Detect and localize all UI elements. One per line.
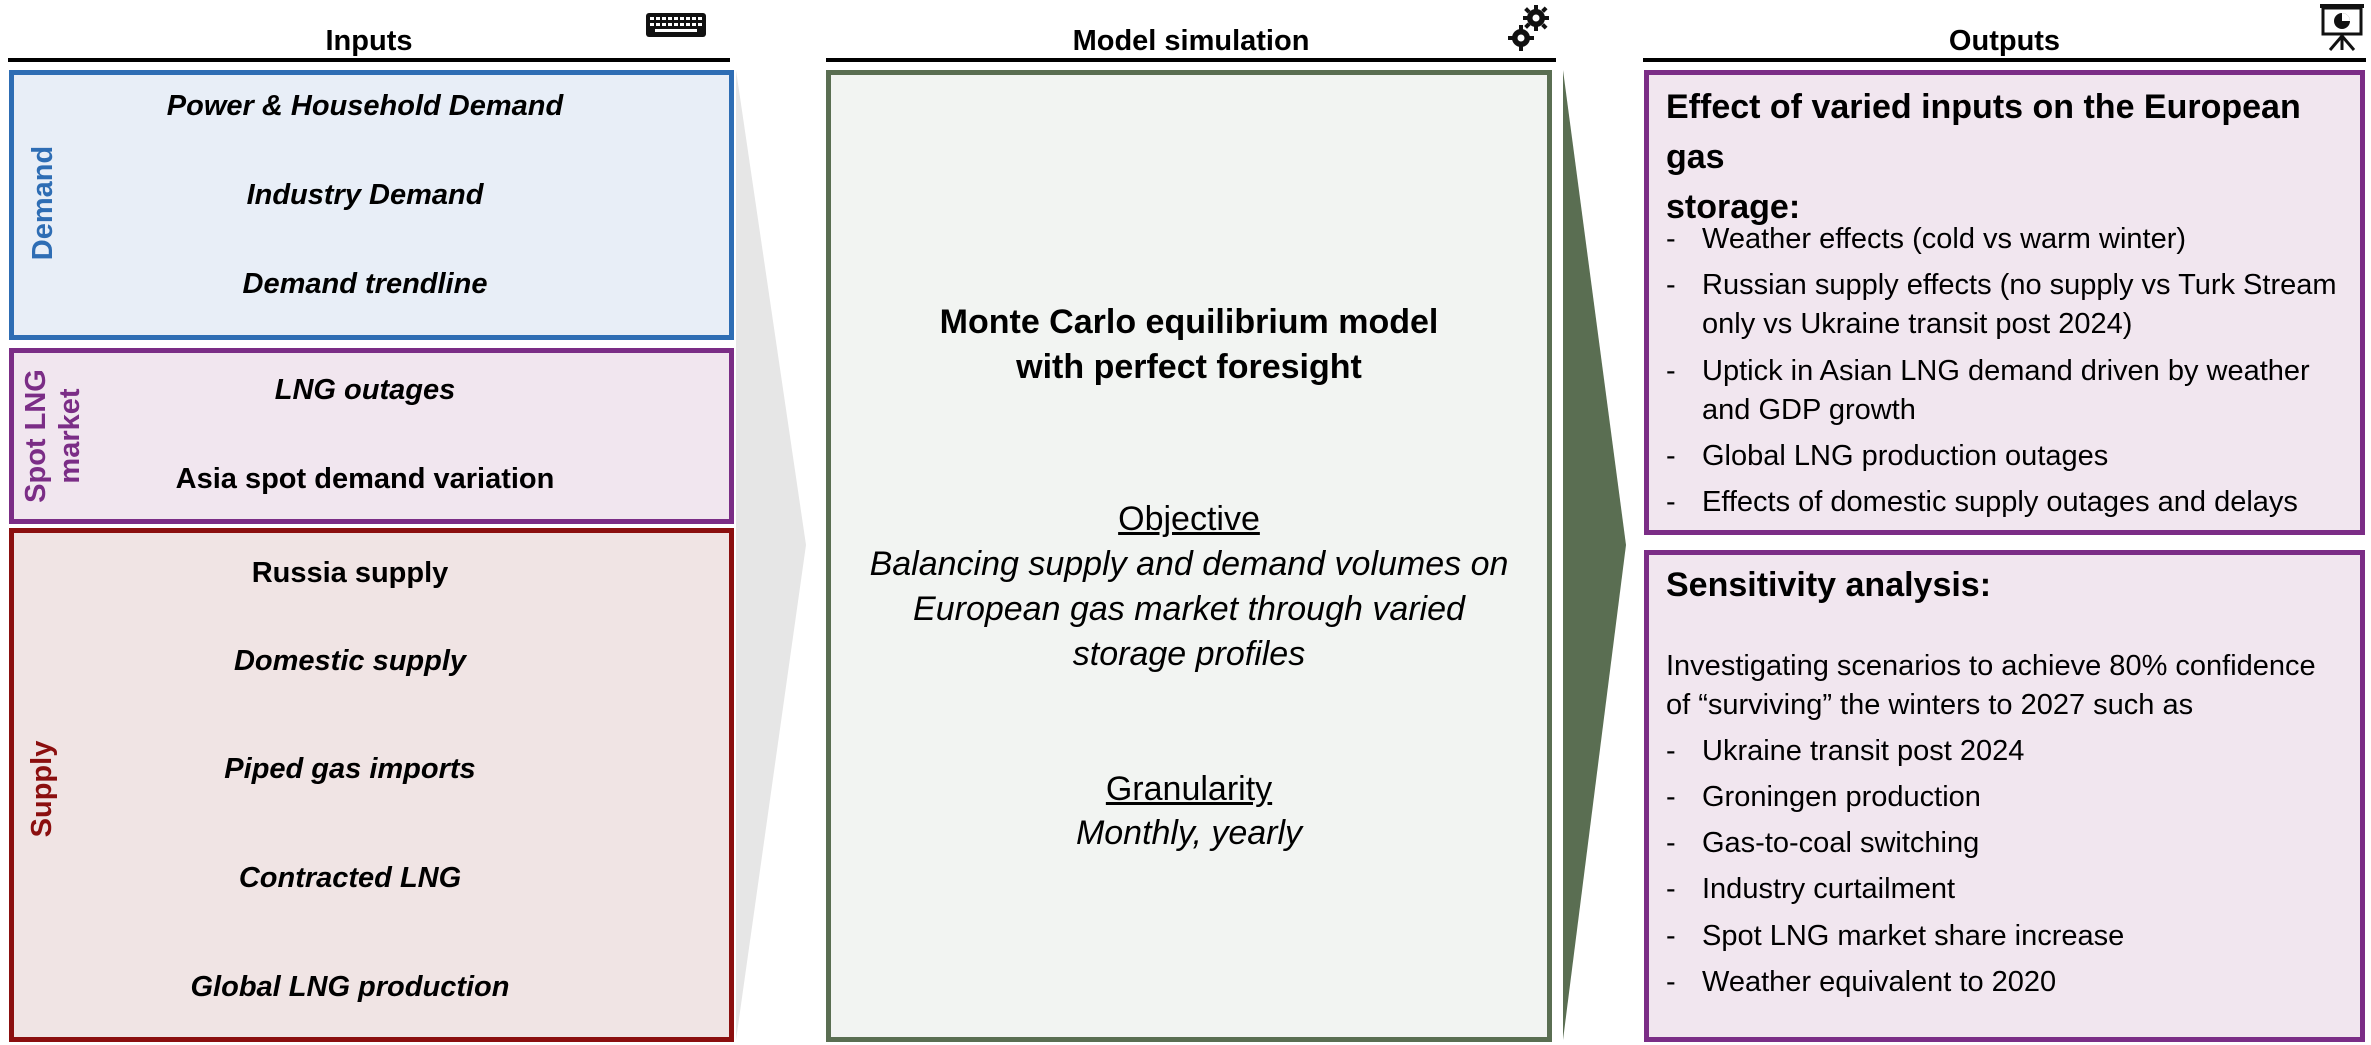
keyboard-icon <box>645 12 707 38</box>
demand-box <box>9 70 734 340</box>
bullet-dash: - <box>1666 486 1676 518</box>
objective-line2: European gas market through varied <box>913 590 1465 628</box>
effects-bullet: - Russian supply effects (no supply vs T… <box>1666 266 2356 344</box>
bullet-dash: - <box>1666 269 1676 301</box>
bullet-text: Spot LNG market share increase <box>1702 920 2125 952</box>
outputs-header: Outputs <box>1643 24 2366 62</box>
bullet-text: Uptick in Asian LNG demand driven by wea… <box>1702 352 2310 430</box>
spot-lng-item-outages: LNG outages <box>274 374 456 406</box>
demand-item-power-household: Power & Household Demand <box>166 90 564 122</box>
objective-text: Balancing supply and demand volumes on E… <box>826 542 1552 677</box>
model-title-line2: with perfect foresight <box>1016 348 1362 386</box>
bullet-text: Ukraine transit post 2024 <box>1702 735 2025 767</box>
spot-lng-box <box>9 348 734 524</box>
effects-bullet: - Uptick in Asian LNG demand driven by w… <box>1666 352 2356 430</box>
effects-bullet: - Weather effects (cold vs warm winter) <box>1666 220 2356 259</box>
supply-item-domestic: Domestic supply <box>233 645 467 677</box>
bullet-text-line2: only vs Ukraine transit post 2024) <box>1702 308 2133 340</box>
bullet-dash: - <box>1666 440 1676 472</box>
sensitivity-bullet: - Industry curtailment <box>1666 870 2356 909</box>
supply-item-piped-gas: Piped gas imports <box>224 753 476 785</box>
bullet-text: Global LNG production outages <box>1702 440 2109 472</box>
objective-line3: storage profiles <box>1072 635 1306 673</box>
objective-heading: Objective <box>1118 500 1260 538</box>
bullet-text: Effects of domestic supply outages and d… <box>1702 486 2298 518</box>
model-title: Monte Carlo equilibrium model with perfe… <box>826 300 1552 390</box>
supply-item-russia: Russia supply <box>251 557 449 589</box>
sensitivity-box <box>1644 550 2365 1042</box>
model-title-line1: Monte Carlo equilibrium model <box>939 303 1439 341</box>
sensitivity-bullet: - Ukraine transit post 2024 <box>1666 732 2356 771</box>
demand-item-trendline: Demand trendline <box>242 268 488 300</box>
spot-lng-item-asia-demand: Asia spot demand variation <box>175 463 555 495</box>
bullet-text: Weather effects (cold vs warm winter) <box>1702 223 2187 255</box>
granularity-heading: Granularity <box>1105 770 1273 808</box>
objective-line1: Balancing supply and demand volumes on <box>869 545 1509 583</box>
sensitivity-intro-line2: of “surviving” the winters to 2027 such … <box>1666 689 2194 721</box>
model-header: Model simulation <box>826 24 1556 62</box>
effects-title-line1: Effect of varied inputs on the European … <box>1666 88 2301 176</box>
effects-bullet: - Effects of domestic supply outages and… <box>1666 483 2356 522</box>
sensitivity-bullet: - Gas-to-coal switching <box>1666 824 2356 863</box>
sensitivity-bullet: - Spot LNG market share increase <box>1666 917 2356 956</box>
sensitivity-intro: Investigating scenarios to achieve 80% c… <box>1666 647 2356 725</box>
bullet-text-line1: Russian supply effects (no supply vs Tur… <box>1702 269 2337 301</box>
sensitivity-bullet: - Groningen production <box>1666 778 2356 817</box>
bullet-text: Gas-to-coal switching <box>1702 827 1980 859</box>
bullet-text: Groningen production <box>1702 781 1981 813</box>
bullet-text-line1: Uptick in Asian LNG demand driven by wea… <box>1702 355 2310 387</box>
supply-box <box>9 528 734 1042</box>
effects-bullet: - Global LNG production outages <box>1666 437 2356 476</box>
bullet-text: Weather equivalent to 2020 <box>1702 966 2057 998</box>
demand-label: Demand <box>27 145 59 261</box>
supply-label: Supply <box>26 740 58 838</box>
bullet-dash: - <box>1666 873 1676 905</box>
spot-lng-label-line1: Spot LNG <box>20 369 52 503</box>
bullet-dash: - <box>1666 781 1676 813</box>
effects-title: Effect of varied inputs on the European … <box>1666 82 2356 232</box>
gears-icon <box>1508 4 1552 52</box>
supply-item-contracted-lng: Contracted LNG <box>238 862 462 894</box>
sensitivity-bullet: - Weather equivalent to 2020 <box>1666 963 2356 1002</box>
bullet-dash: - <box>1666 827 1676 859</box>
effects-title-line2: storage: <box>1666 188 1801 226</box>
model-box <box>826 70 1552 1042</box>
granularity-text: Monthly, yearly <box>1075 814 1303 852</box>
sensitivity-title: Sensitivity analysis: <box>1666 566 1992 604</box>
supply-item-global-lng: Global LNG production <box>190 971 510 1003</box>
bullet-text: Russian supply effects (no supply vs Tur… <box>1702 266 2337 344</box>
bullet-dash: - <box>1666 966 1676 998</box>
bullet-dash: - <box>1666 223 1676 255</box>
bullet-dash: - <box>1666 355 1676 387</box>
bullet-dash: - <box>1666 735 1676 767</box>
bullet-text-line2: and GDP growth <box>1702 394 1916 426</box>
spot-lng-label-line2: market <box>54 388 86 484</box>
sensitivity-intro-line1: Investigating scenarios to achieve 80% c… <box>1666 650 2316 682</box>
inputs-header: Inputs <box>8 24 730 62</box>
effects-box <box>1644 70 2365 535</box>
bullet-text: Industry curtailment <box>1702 873 1956 905</box>
spot-lng-label: Spot LNG market <box>19 366 87 506</box>
bullet-dash: - <box>1666 920 1676 952</box>
demand-item-industry: Industry Demand <box>246 179 484 211</box>
presentation-board-icon <box>2318 2 2366 52</box>
